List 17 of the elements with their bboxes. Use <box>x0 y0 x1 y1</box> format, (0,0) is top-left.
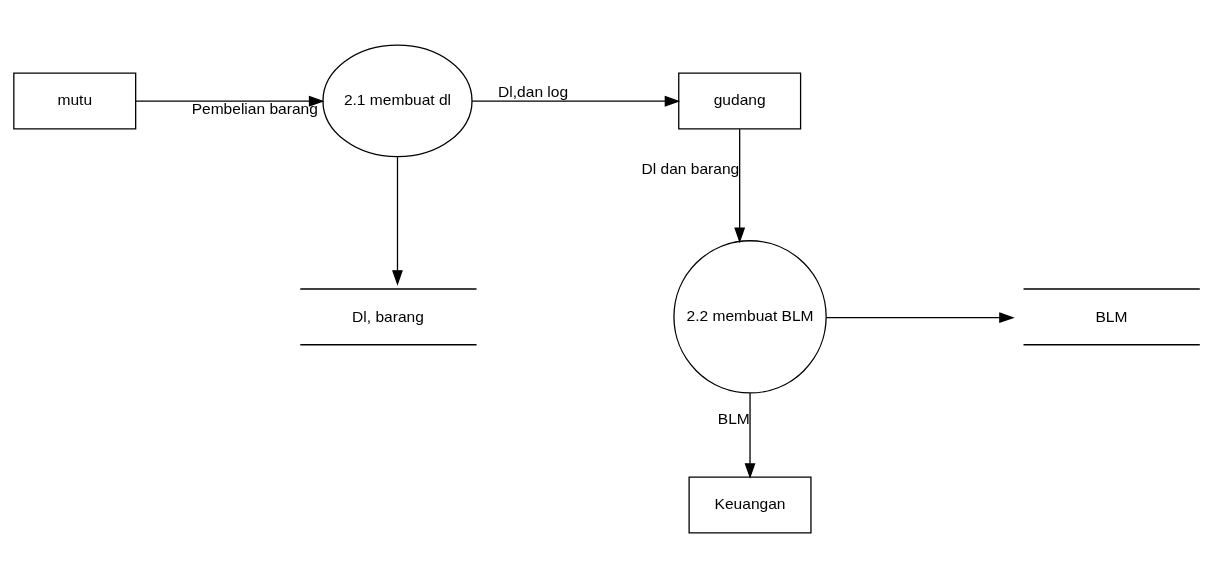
arrow <box>825 312 1015 324</box>
arrow <box>471 95 681 107</box>
node-circle: 2.2 membuat BLM <box>673 240 827 394</box>
edge-label: Pembelian barang <box>191 99 318 117</box>
node-box: gudang <box>678 72 802 130</box>
arrow <box>734 128 746 244</box>
arrow <box>392 156 403 286</box>
node-text: Dl, barang <box>352 307 424 325</box>
node-box: mutu <box>13 72 137 130</box>
arrow <box>135 95 325 107</box>
edge-label: BLM <box>717 410 750 428</box>
node-ellipse: 2.1 membuat dl <box>322 44 473 158</box>
edge-label: Dl,dan log <box>498 82 569 100</box>
edge-label: Dl dan barang <box>641 160 740 178</box>
node-box: Keuangan <box>688 476 812 534</box>
node-text: BLM <box>1095 307 1128 325</box>
arrow <box>744 392 756 479</box>
